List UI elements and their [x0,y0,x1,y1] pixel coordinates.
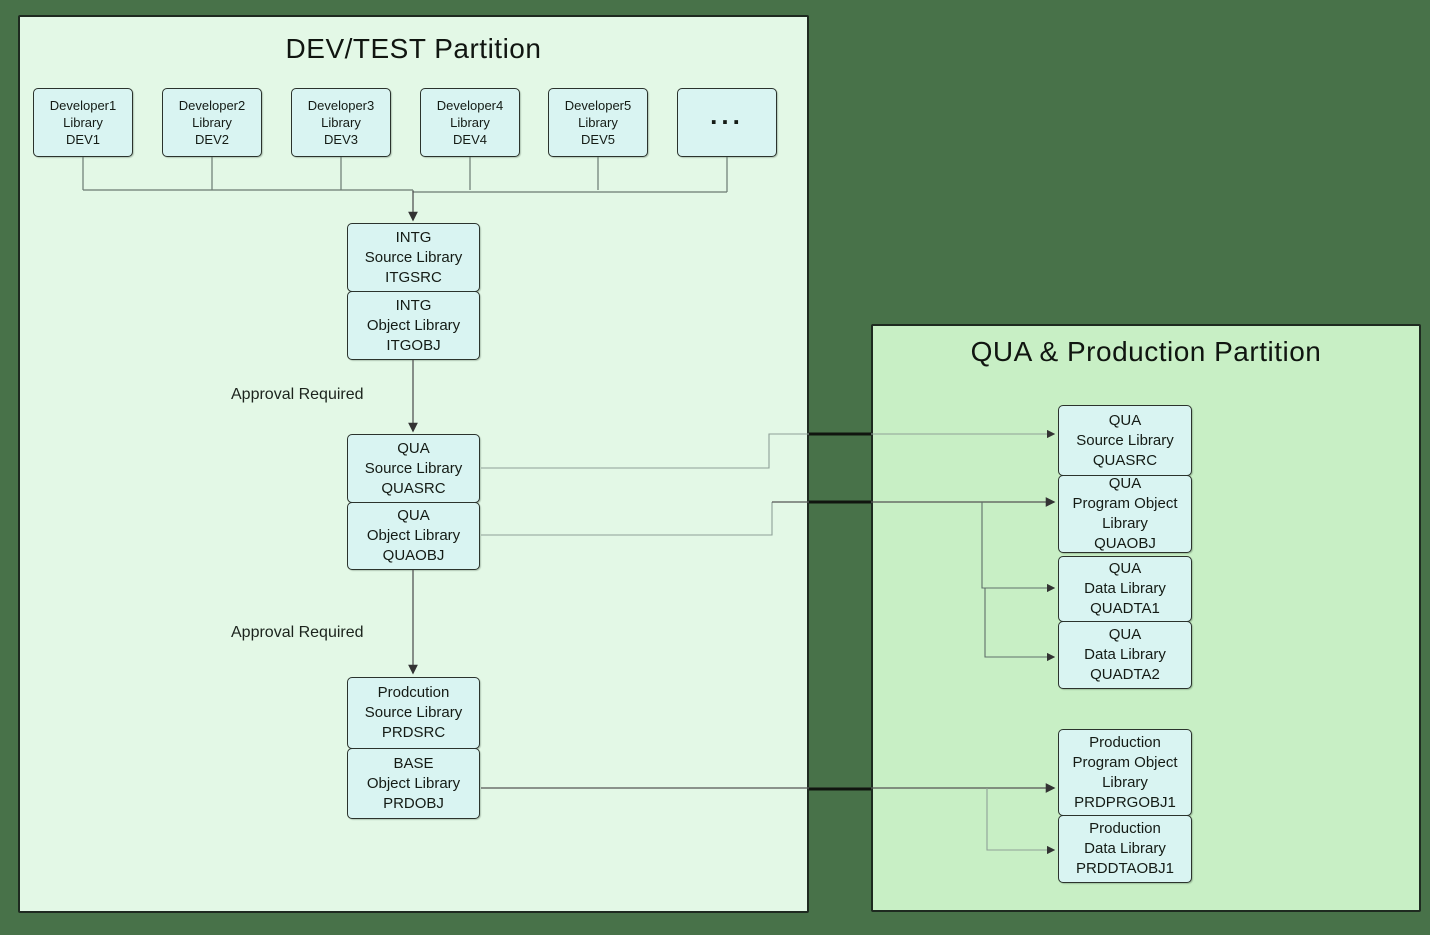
node-developer4-library: Developer4 Library DEV4 [420,88,520,157]
devtest-partition-title: DEV/TEST Partition [285,33,542,64]
node-qua-data-library-1: QUA Data Library QUADTA1 [1058,556,1192,622]
node-qua-source-library-right: QUA Source Library QUASRC [1058,405,1192,476]
approval-required-label-1: Approval Required [231,386,364,403]
node-intg-source-library: INTG Source Library ITGSRC [347,223,480,292]
node-developer2-library: Developer2 Library DEV2 [162,88,262,157]
node-developer5-library: Developer5 Library DEV5 [548,88,648,157]
node-base-object-library: BASE Object Library PRDOBJ [347,748,480,819]
approval-required-label-2: Approval Required [231,624,364,641]
node-more-developers: ... [677,88,777,157]
node-qua-object-library-left: QUA Object Library QUAOBJ [347,502,480,570]
node-developer3-library: Developer3 Library DEV3 [291,88,391,157]
node-production-program-object-library: Production Program Object Library PRDPRG… [1058,729,1192,816]
ellipsis-label: ... [710,100,744,130]
node-qua-source-library-left: QUA Source Library QUASRC [347,434,480,503]
node-developer1-library: Developer1 Library DEV1 [33,88,133,157]
node-production-source-library: Prodcution Source Library PRDSRC [347,677,480,749]
node-qua-program-object-library: QUA Program Object Library QUAOBJ [1058,475,1192,553]
node-intg-object-library: INTG Object Library ITGOBJ [347,291,480,360]
node-production-data-library: Production Data Library PRDDTAOBJ1 [1058,815,1192,883]
node-qua-data-library-2: QUA Data Library QUADTA2 [1058,621,1192,689]
qua-production-partition-title: QUA & Production Partition [970,336,1322,367]
